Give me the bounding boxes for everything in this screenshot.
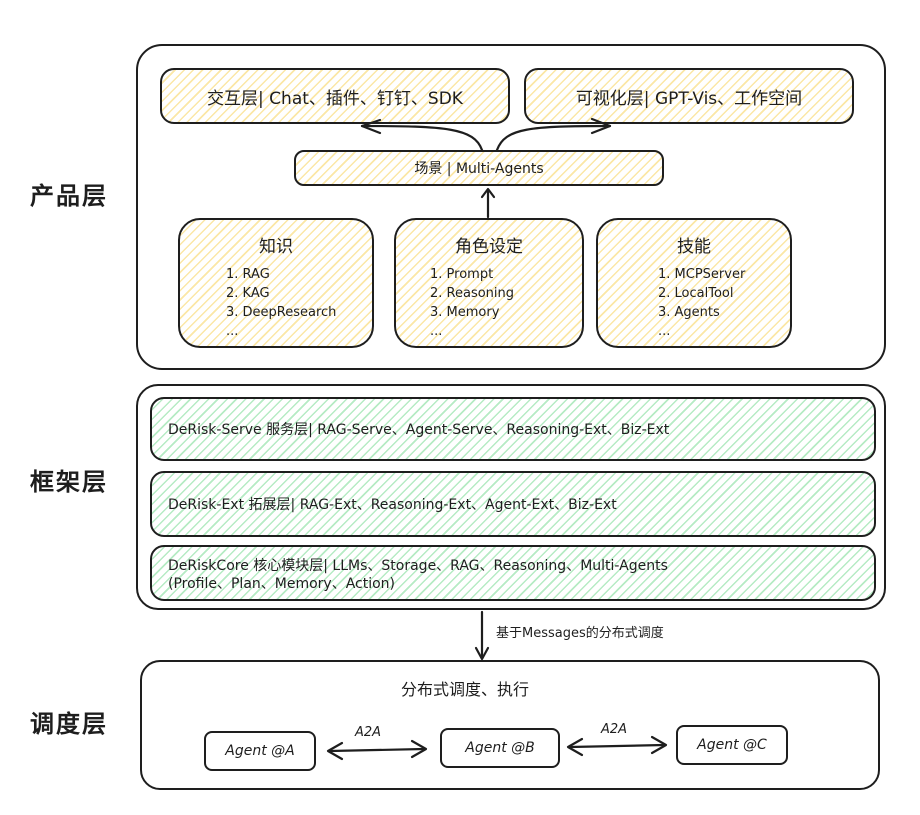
scene-box: 场景 | Multi-Agents [294,150,664,186]
agent-a-box: Agent @A [204,731,316,771]
list-item: 1. RAG [226,267,270,282]
core-layer-sublabel: (Profile、Plan、Memory、Action) [168,576,396,592]
core-layer-box: DeRiskCore 核心模块层| LLMs、Storage、RAG、Reaso… [150,545,876,601]
list-item: 2. Reasoning [430,286,515,301]
list-item: 3. DeepResearch [226,305,337,320]
scheduling-title: 分布式调度、执行 [400,680,529,699]
card-role-setting: 角色设定 1. Prompt 2. Reasoning 3. Memory ..… [394,218,584,348]
list-item: 2. LocalTool [658,286,734,301]
core-layer-label: DeRiskCore 核心模块层| LLMs、Storage、RAG、Reaso… [168,558,668,574]
card-list: 1. MCPServer 2. LocalTool 3. Agents ... [658,265,790,341]
card-title: 知识 [259,237,293,257]
layer-label-product: 产品层 [30,182,108,210]
list-item: 1. Prompt [430,267,494,282]
list-item: 2. KAG [226,286,270,301]
list-item: 3. Memory [430,305,500,320]
layer-label-scheduling: 调度层 [30,710,108,738]
card-title: 技能 [677,237,711,257]
card-list: 1. RAG 2. KAG 3. DeepResearch ... [226,265,372,341]
visualization-layer-box: 可视化层| GPT-Vis、工作空间 [524,68,854,124]
card-skills: 技能 1. MCPServer 2. LocalTool 3. Agents .… [596,218,792,348]
arrowhead-down-icon [474,646,490,661]
serve-layer-box: DeRisk-Serve 服务层| RAG-Serve、Agent-Serve、… [150,397,876,461]
agent-a-label: Agent @A [225,743,295,759]
card-title: 角色设定 [455,237,523,257]
card-knowledge: 知识 1. RAG 2. KAG 3. DeepResearch ... [178,218,374,348]
list-item: ... [430,324,443,339]
agent-c-box: Agent @C [676,725,788,765]
ext-layer-label: DeRisk-Ext 拓展层| RAG-Ext、Reasoning-Ext、Ag… [168,497,617,513]
agent-c-label: Agent @C [697,737,767,753]
scene-label: 场景 | Multi-Agents [414,161,544,177]
connector-label: 基于Messages的分布式调度 [496,626,664,641]
list-item: 1. MCPServer [658,267,746,282]
list-item: ... [658,324,671,339]
interaction-layer-label: 交互层| Chat、插件、钉钉、SDK [207,88,463,109]
agent-b-label: Agent @B [465,740,535,756]
layer-label-framework: 框架层 [30,468,108,496]
a2a-link-label-1: A2A [355,725,382,740]
interaction-layer-box: 交互层| Chat、插件、钉钉、SDK [160,68,510,124]
list-item: 3. Agents [658,305,720,320]
card-list: 1. Prompt 2. Reasoning 3. Memory ... [430,265,582,341]
agent-b-box: Agent @B [440,728,560,768]
serve-layer-label: DeRisk-Serve 服务层| RAG-Serve、Agent-Serve、… [168,422,670,438]
visualization-layer-label: 可视化层| GPT-Vis、工作空间 [575,88,803,109]
ext-layer-box: DeRisk-Ext 拓展层| RAG-Ext、Reasoning-Ext、Ag… [150,471,876,537]
a2a-link-label-2: A2A [601,722,628,737]
list-item: ... [226,324,239,339]
